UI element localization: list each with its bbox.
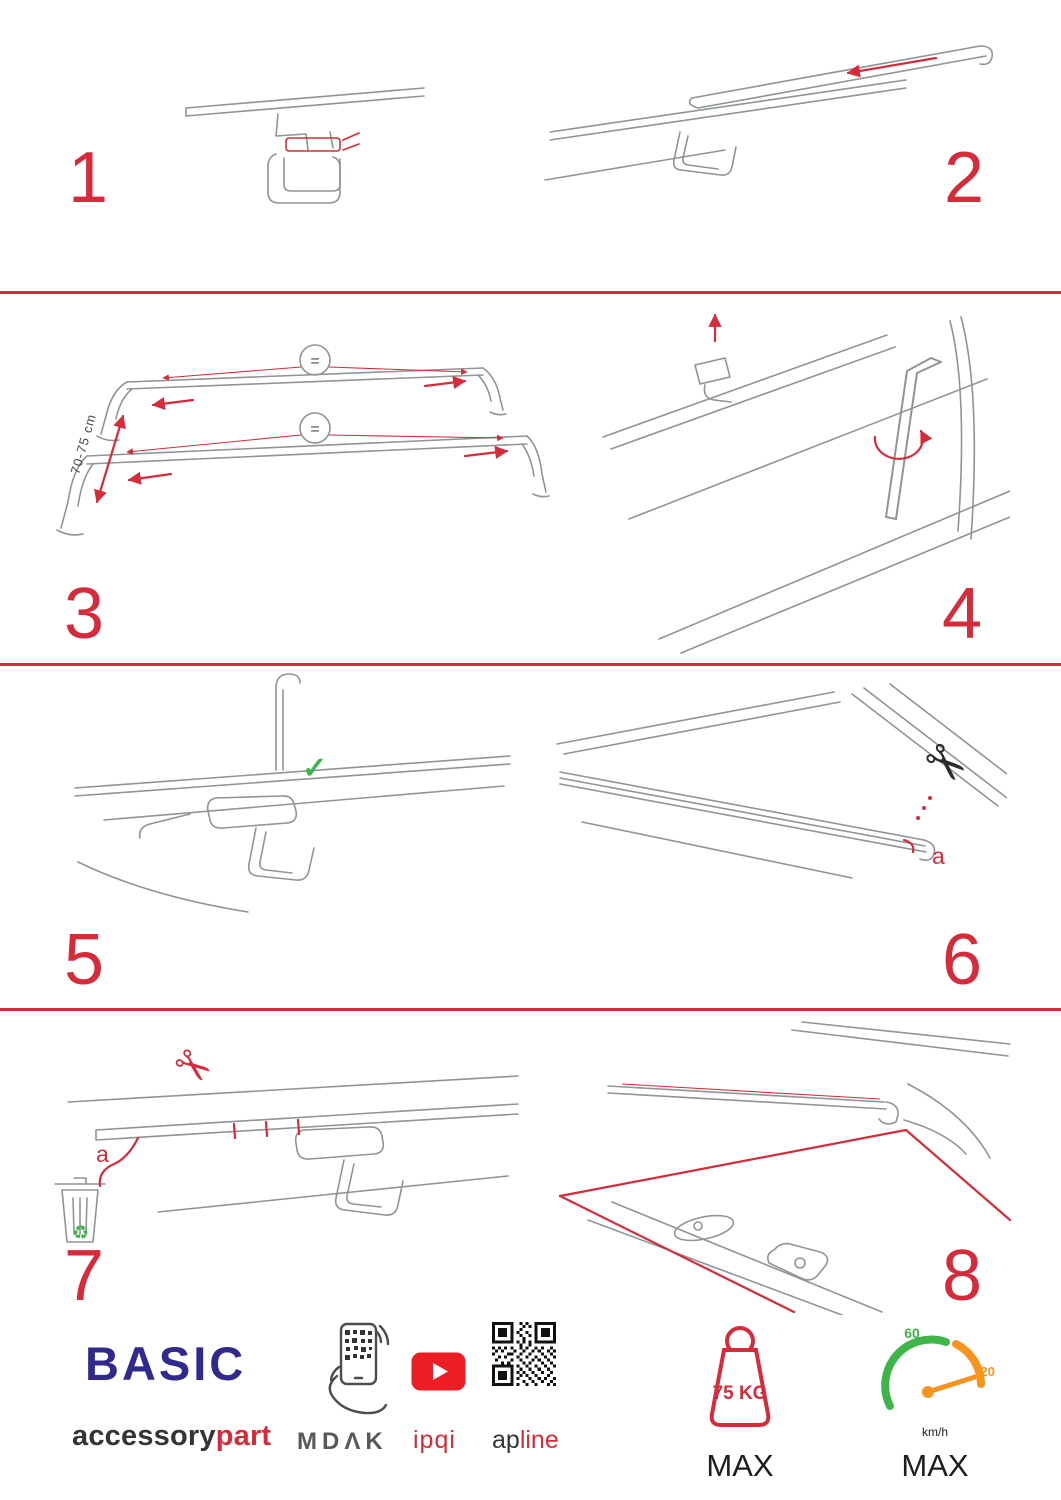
step-3-drawing: = = 70-75 cm xyxy=(56,344,550,536)
highlight-region-lines xyxy=(558,1128,1012,1314)
speedometer-needle xyxy=(925,1373,981,1395)
clamp-with-key-lines xyxy=(74,673,511,913)
brand-accessorypart: accessorypart xyxy=(72,1420,271,1453)
crossbar-and-clamp-lines xyxy=(544,45,994,181)
weight-max-label: MAX xyxy=(706,1448,774,1483)
weight-limit-icon: 75 KG xyxy=(709,1326,771,1427)
youtube-icon xyxy=(411,1352,466,1391)
cut-dots xyxy=(916,796,932,820)
section-divider-3 xyxy=(0,1008,1061,1011)
speed-max-label: MAX xyxy=(901,1448,969,1483)
equal-spacing-leader-lines xyxy=(126,366,504,455)
step-8-number: 8 xyxy=(942,1236,983,1316)
step-7-number: 7 xyxy=(64,1236,105,1316)
speed-limit-icon: 60 120 km/h xyxy=(881,1325,995,1439)
strip-end-highlight xyxy=(902,838,915,854)
brand-ipqi: ipqi xyxy=(413,1426,456,1454)
dimension-arrows xyxy=(94,375,509,504)
step-7-drawing: ✂ a ♻ xyxy=(54,1036,519,1244)
step-2-number: 2 xyxy=(944,138,985,218)
slide-direction-arrow xyxy=(846,56,938,78)
step-6-drawing: ✂ a xyxy=(556,683,1007,879)
recycle-icon: ♻ xyxy=(72,1223,89,1244)
step-4-drawing xyxy=(602,313,1010,654)
speed-120-label: 120 xyxy=(973,1364,995,1379)
step-1-number: 1 xyxy=(68,138,109,218)
bar-distance-label: 70-75 cm xyxy=(67,412,99,476)
bar-on-roof-lines xyxy=(556,683,1007,879)
label-a: a xyxy=(932,843,945,869)
equal-sign-label: = xyxy=(310,353,319,370)
brand-line-text: line xyxy=(519,1426,559,1454)
brand-accessory-text: accessory xyxy=(72,1420,216,1452)
section-divider-1 xyxy=(0,291,1061,294)
roof-edge-lines xyxy=(602,316,1010,654)
bar-strip-and-bin-lines xyxy=(54,1075,519,1243)
bar-slot-highlight xyxy=(621,1083,881,1100)
brand-apline: apline xyxy=(492,1426,559,1455)
phone-qr-scan-icon xyxy=(328,1322,390,1415)
step-3-number: 3 xyxy=(64,574,105,654)
kmh-label: km/h xyxy=(922,1425,948,1439)
roof-rail-lines xyxy=(185,87,425,204)
scissors-icon: ✂ xyxy=(163,1036,222,1097)
cut-strip-marks xyxy=(98,1118,301,1188)
brand-mdak: MDΛK xyxy=(297,1428,388,1455)
qr-code-icon xyxy=(492,1322,556,1386)
step-6-number: 6 xyxy=(942,920,983,1000)
crossbars-with-feet xyxy=(56,344,550,536)
step-5-drawing: ✓ xyxy=(74,673,511,913)
step-5-number: 5 xyxy=(64,920,105,1000)
brand-basic-logo: BASIC xyxy=(85,1337,247,1390)
insert-and-tighten-arrows xyxy=(708,313,933,460)
weight-value-label: 75 KG xyxy=(713,1383,768,1404)
roof-and-fittings-lines xyxy=(587,1021,1011,1315)
speed-60-label: 60 xyxy=(904,1325,920,1341)
label-a: a xyxy=(96,1141,109,1167)
allen-key xyxy=(885,357,942,520)
scissors-icon: ✂ xyxy=(911,729,980,799)
section-divider-2 xyxy=(0,663,1061,666)
brand-ap-text: ap xyxy=(492,1426,520,1454)
equal-sign-label: = xyxy=(310,421,319,438)
step-4-number: 4 xyxy=(942,574,983,654)
checkmark-icon: ✓ xyxy=(302,752,327,785)
rubber-pad-highlight xyxy=(285,132,360,152)
step-8-drawing xyxy=(558,1021,1012,1315)
step-1-drawing xyxy=(185,87,425,204)
brand-part-text: part xyxy=(215,1420,272,1452)
step-2-drawing xyxy=(544,45,994,181)
